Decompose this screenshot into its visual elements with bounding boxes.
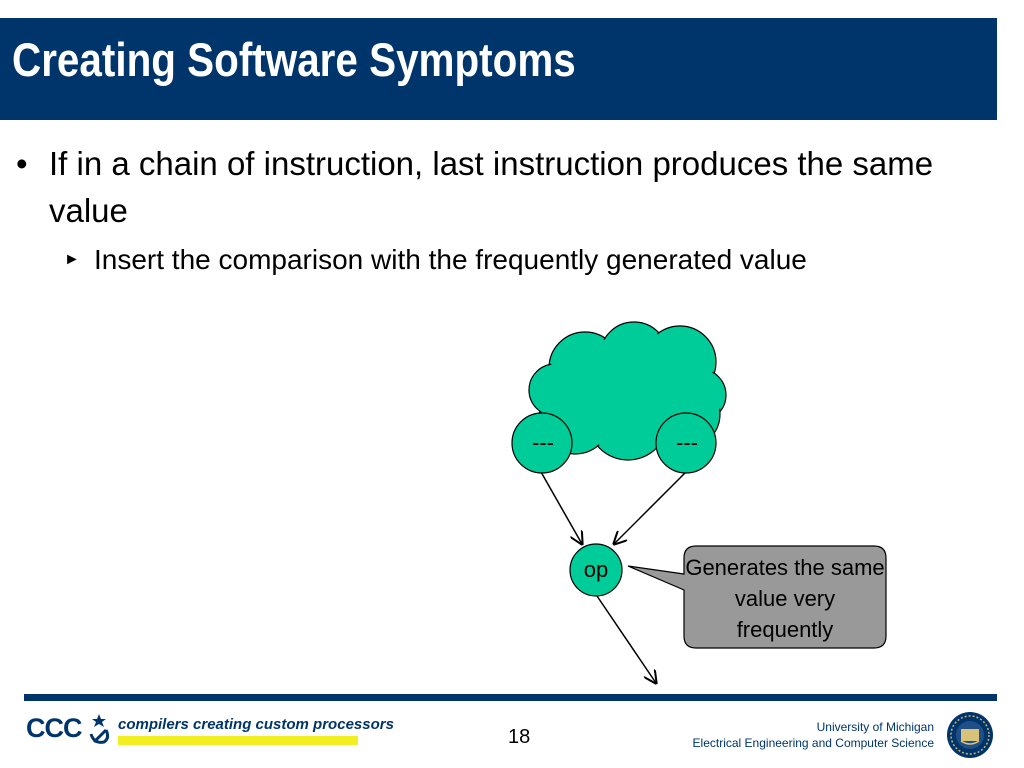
ccc-logo: CCC: [26, 713, 82, 743]
sub-bullet-text: Insert the comparison with the frequentl…: [94, 244, 807, 275]
callout-box: [627, 545, 887, 649]
node-op-label: op: [584, 557, 608, 582]
edge-left-to-op: [540, 471, 582, 544]
node-right: ---: [655, 412, 717, 474]
node-right-label: ---: [676, 430, 698, 455]
hammer-sickle-icon: [89, 714, 110, 744]
node-left-label: ---: [532, 430, 554, 455]
bullet-dot-icon: •: [16, 145, 28, 182]
node-left: ---: [511, 412, 573, 474]
tagline-underline: [118, 736, 358, 745]
bullet-text: If in a chain of instruction, last instr…: [49, 145, 934, 229]
university-block: University of Michigan Electrical Engine…: [693, 719, 934, 751]
department-name: Electrical Engineering and Computer Scie…: [692, 736, 934, 750]
node-op: op: [569, 543, 623, 597]
edge-op-to-next: [596, 595, 656, 683]
university-seal-icon: [947, 712, 993, 758]
tagline: compilers creating custom processors: [118, 716, 394, 733]
bullet-arrow-icon: ►: [64, 251, 80, 268]
edge-right-to-op: [614, 471, 687, 544]
page-number: 18: [508, 726, 531, 748]
university-name: University of Michigan: [816, 720, 934, 734]
callout-text: Generates the same value very frequently: [685, 555, 885, 642]
title-bar: [0, 18, 997, 120]
slide-title: Creating Software Symptoms: [12, 33, 576, 86]
footer-divider: [24, 694, 997, 701]
